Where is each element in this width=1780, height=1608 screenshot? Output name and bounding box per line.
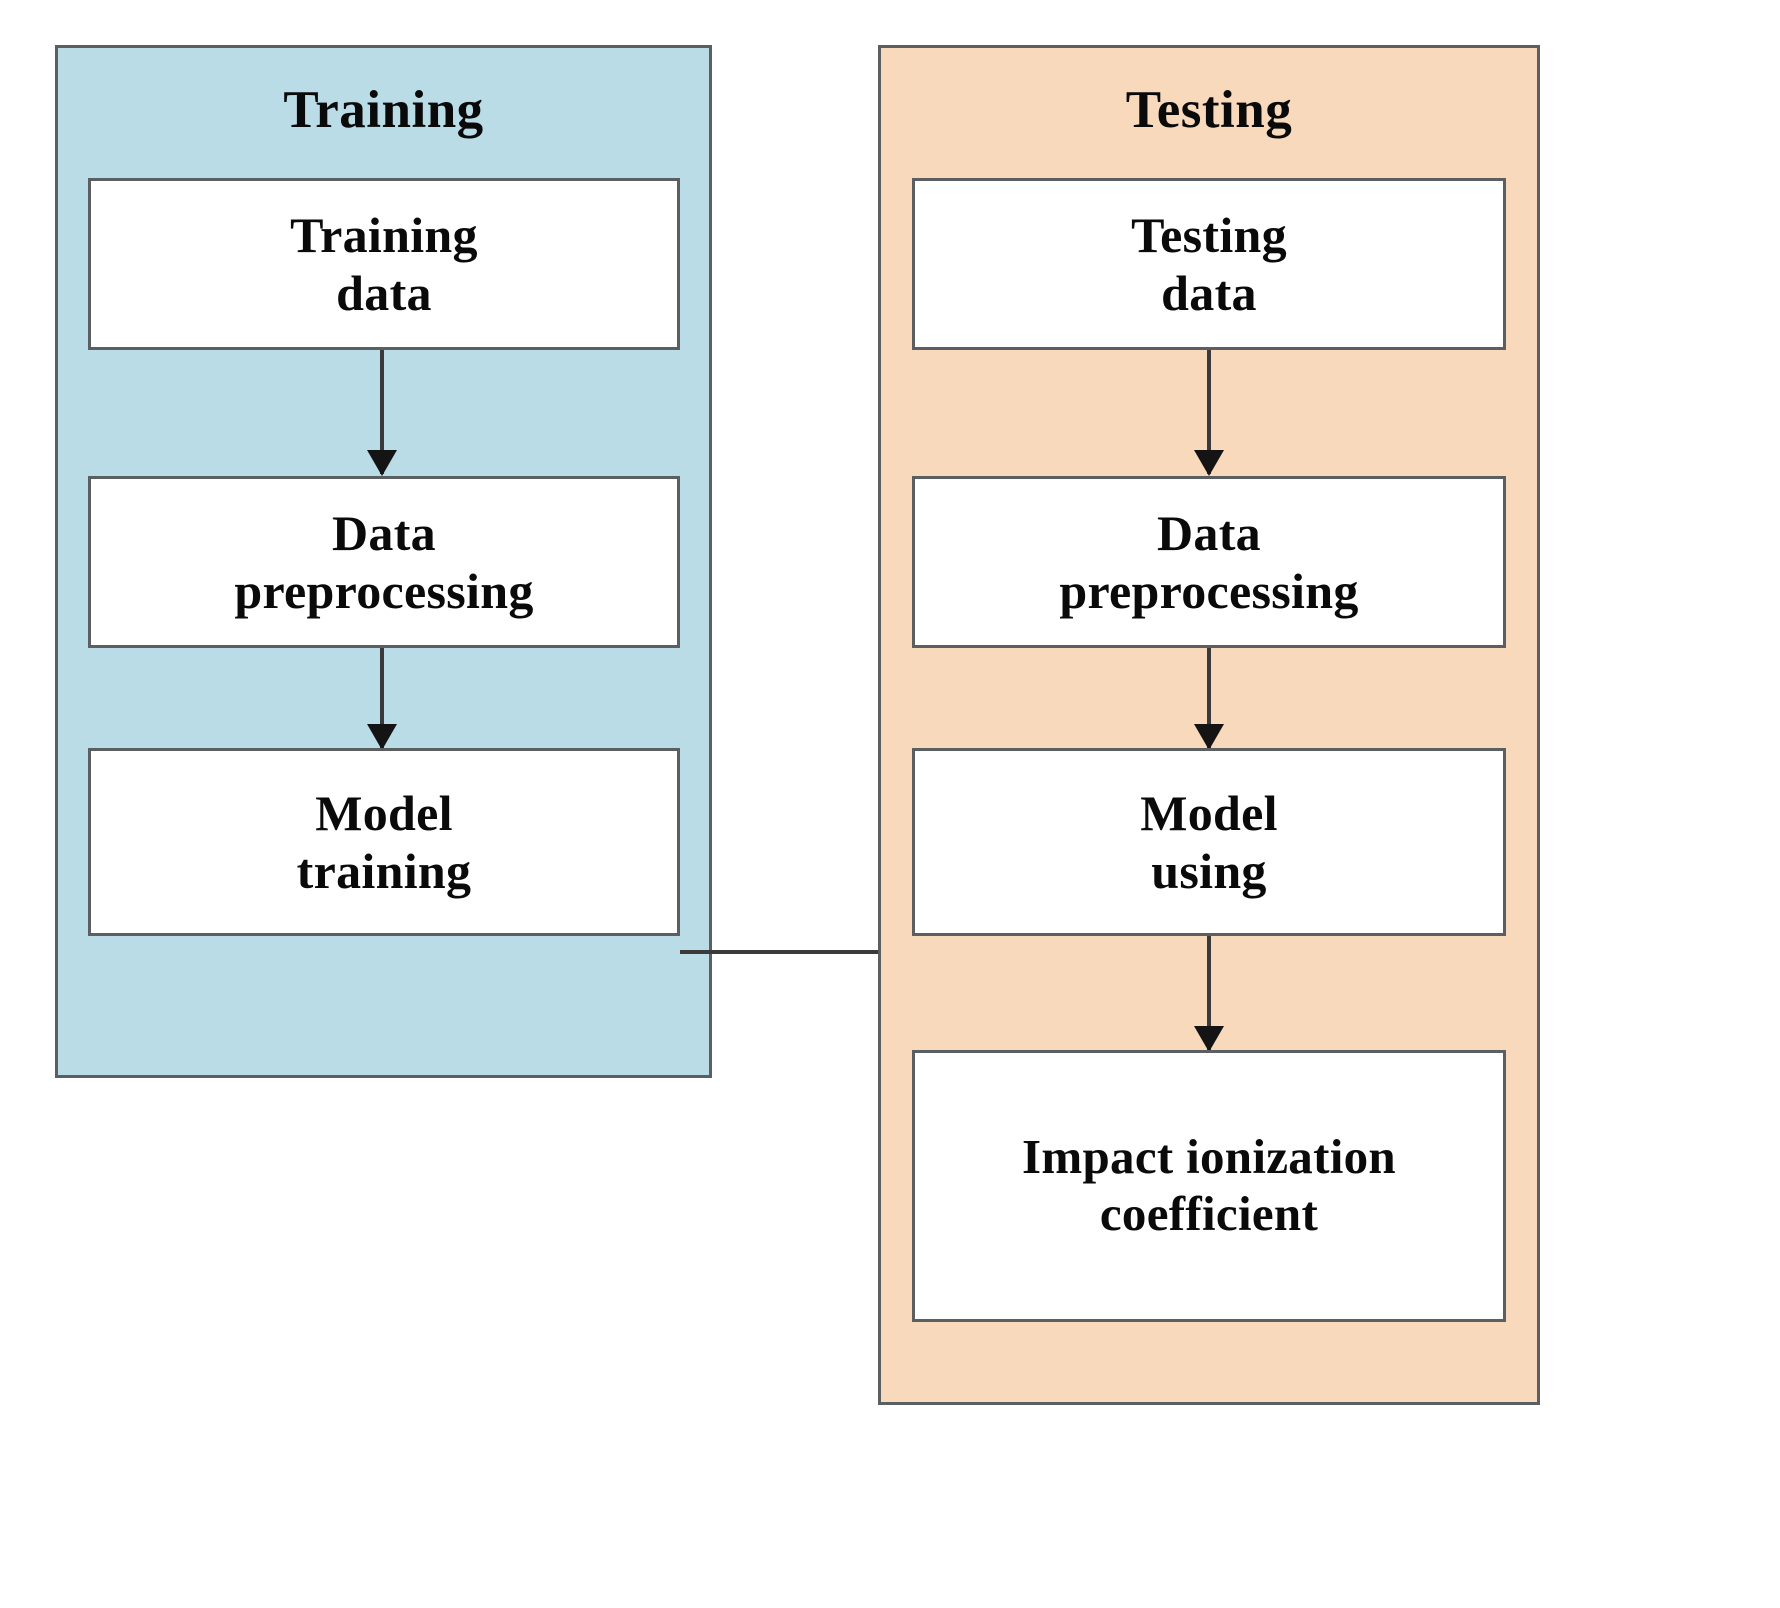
training-panel-title: Training [283,81,484,139]
arrow-head-down-icon [367,450,397,476]
node-model-training[interactable]: Model training [88,748,680,936]
arrow-head-down-icon [1194,724,1224,750]
node-training-data-label: Training data [290,207,478,321]
node-testing-preprocessing[interactable]: Data preprocessing [912,476,1506,648]
arrow-shaft [380,648,384,748]
node-testing-data[interactable]: Testing data [912,178,1506,350]
arrow-head-down-icon [1194,450,1224,476]
node-training-preprocessing[interactable]: Data preprocessing [88,476,680,648]
testing-panel-title: Testing [1125,81,1293,139]
arrow-shaft [1207,350,1211,474]
arrow-head-down-icon [1194,1026,1224,1052]
node-impact-ionization-coefficient[interactable]: Impact ionization coefficient [912,1050,1506,1322]
arrow-shaft [1207,648,1211,748]
arrow-shaft [1207,936,1211,1050]
node-impact-ionization-coefficient-label: Impact ionization coefficient [1022,1129,1396,1241]
arrow-head-down-icon [367,724,397,750]
node-testing-data-label: Testing data [1131,207,1287,321]
node-model-using[interactable]: Model using [912,748,1506,936]
node-model-training-label: Model training [296,785,472,899]
node-training-data[interactable]: Training data [88,178,680,350]
node-training-preprocessing-label: Data preprocessing [234,505,534,619]
node-testing-preprocessing-label: Data preprocessing [1059,505,1359,619]
arrow-shaft [380,350,384,474]
node-model-using-label: Model using [1140,785,1278,899]
arrow-shaft [680,950,912,954]
